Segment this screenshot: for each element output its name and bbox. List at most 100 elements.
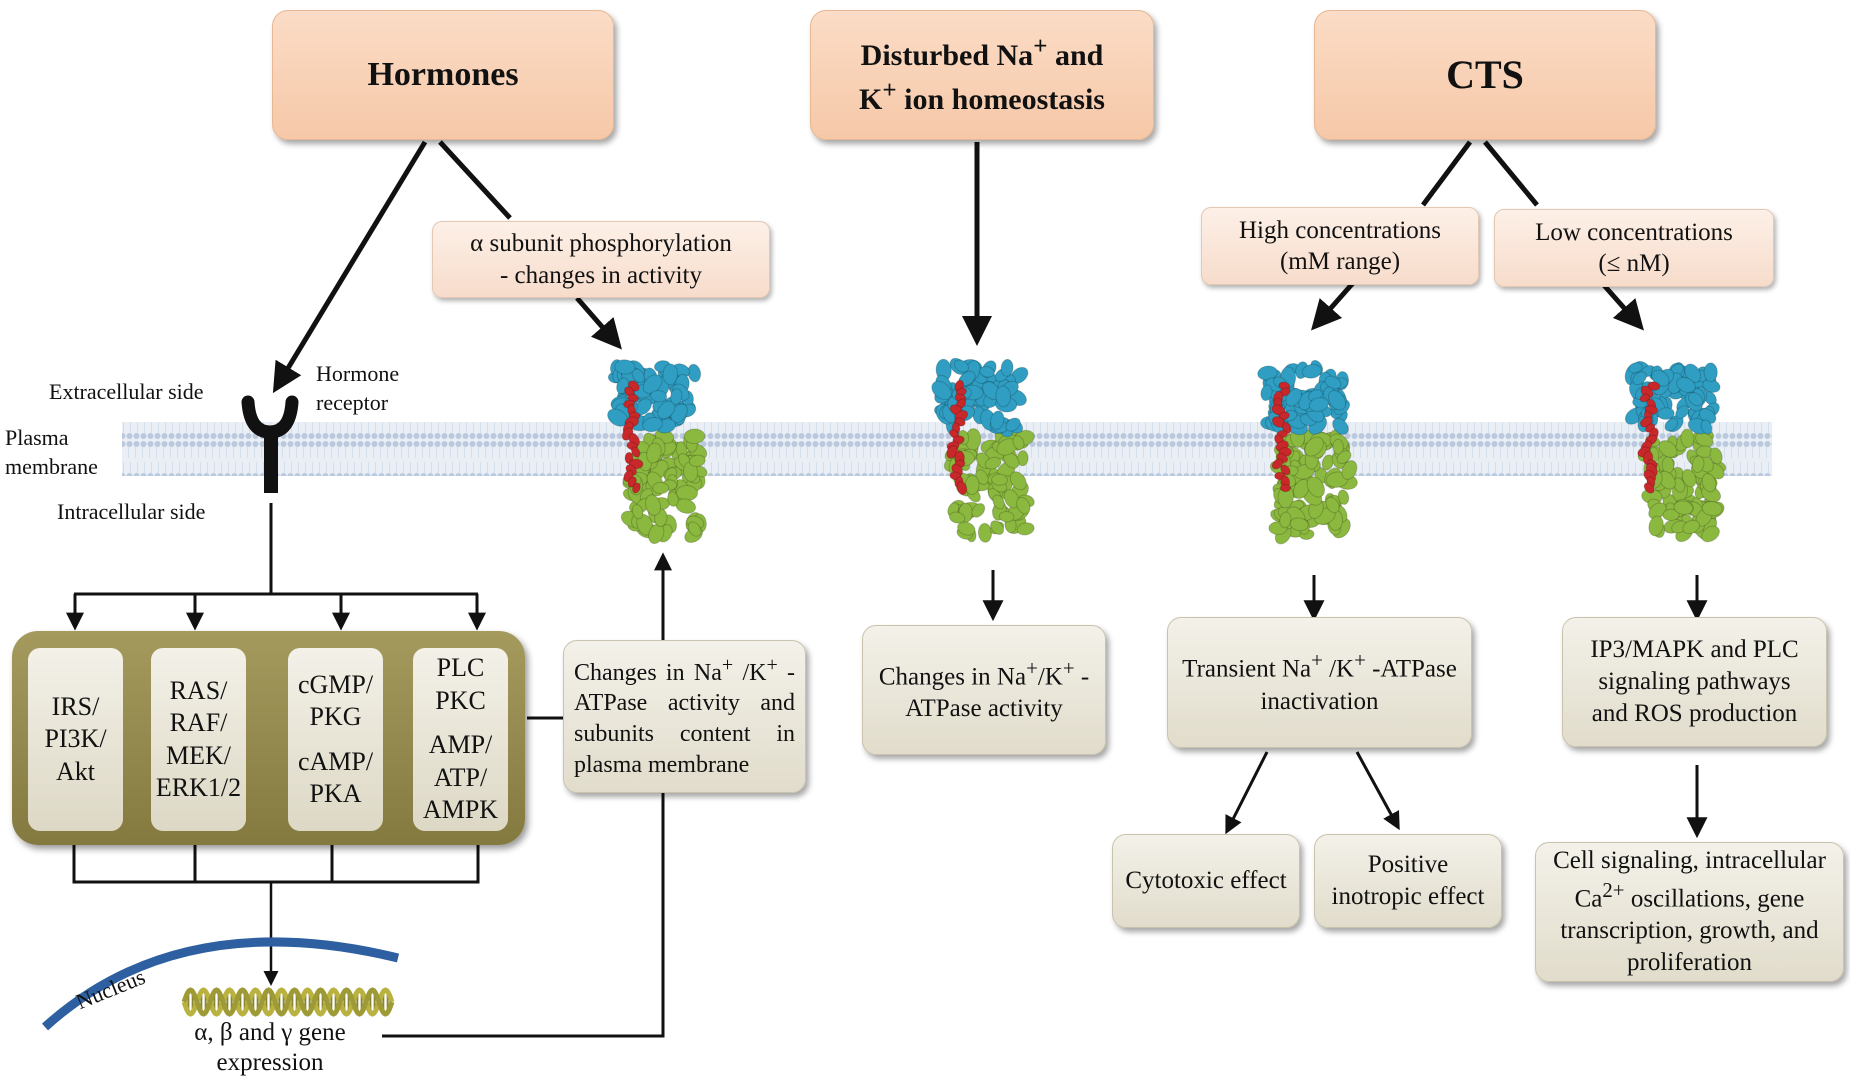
pathway-4-line-2: PKC — [435, 685, 486, 715]
inotropic-line1: Positive — [1367, 851, 1449, 878]
pathway-3-line-2: PKG — [309, 702, 362, 731]
hormones-label: Hormones — [367, 55, 519, 93]
low-line2: (≤ nM) — [1598, 250, 1670, 277]
inact-l2: inactivation — [1260, 687, 1379, 715]
ion-line2-sup: + — [882, 77, 897, 104]
pathway-2-line-1: RAS/ — [169, 675, 228, 705]
pathway-2-line-2: RAF/ — [169, 708, 228, 737]
hormone-receptor-label: Hormone receptor — [316, 360, 399, 417]
inact-l1a: Transient Na — [1182, 655, 1312, 683]
sig-l3: and ROS production — [1591, 700, 1798, 727]
mc-l3: subunits content in — [574, 721, 795, 747]
sig-l1: IP3/MAPK and PLC — [1590, 636, 1799, 663]
mc-l1c: - — [777, 659, 795, 686]
mc-l4: plasma membrane — [574, 751, 750, 778]
activity-box: Changes in Na+/K+ - ATPase activity — [862, 625, 1106, 755]
cts-label: CTS — [1446, 52, 1524, 97]
signaling-pathways-panel: IRS/PI3K/Akt RAS/RAF/MEK/ERK1/2 cGMP/PKG… — [12, 631, 525, 845]
pathway-ras-raf-mek-erk: RAS/RAF/MEK/ERK1/2 — [151, 648, 246, 831]
high-concentrations-box: High concentrations (mM range) — [1201, 207, 1479, 285]
receptor-label-line1: Hormone — [316, 361, 400, 386]
pathway-4-line-3 — [423, 717, 498, 729]
inact-l1s2: + — [1354, 648, 1366, 673]
membrane-content-box: Changes in Na+ /K+ - ATPase activity and… — [563, 640, 806, 793]
pathway-3-line-5: PKA — [309, 779, 362, 808]
ion-line2: K — [859, 83, 883, 116]
extracellular-label: Extracellular side — [49, 379, 204, 404]
cytotoxic-box: Cytotoxic effect — [1112, 834, 1300, 928]
gene-expression-label: α, β and γ gene expression — [170, 1018, 370, 1078]
line-cts-to-low — [1483, 140, 1539, 207]
act-l1a: Changes in Na — [878, 663, 1027, 691]
intracellular-label: Intracellular side — [57, 499, 206, 524]
cytotoxic-label: Cytotoxic effect — [1125, 867, 1287, 894]
inact-l1b: /K — [1322, 655, 1355, 683]
line-gene-feedback — [382, 793, 665, 1038]
pathway-4-line-6: AMPK — [422, 795, 499, 825]
pathway-1-line-3: Akt — [56, 756, 95, 786]
plasma-membrane-label: Plasma membrane — [5, 424, 98, 481]
inotropic-box: Positive inotropic effect — [1314, 834, 1502, 928]
cs-l2b: oscillations, gene — [1624, 885, 1805, 913]
pathway-4-line-5: ATP/ — [433, 762, 488, 792]
na-k-atpase-pump-icon — [1257, 359, 1358, 545]
low-concentrations-box: Low concentrations (≤ nM) — [1494, 209, 1774, 287]
arrow-high-to-pump — [1311, 281, 1355, 331]
mc-l1a: Changes in Na — [574, 659, 722, 686]
cs-l4: proliferation — [1627, 949, 1752, 977]
act-l1c: - — [1074, 663, 1090, 691]
cs-l2a: Ca — [1574, 885, 1603, 913]
phosphorylation-box: α subunit phosphorylation - changes in a… — [432, 221, 770, 298]
mc-l2: ATPase activity and — [574, 690, 795, 717]
line-pathway-collector — [72, 845, 480, 884]
dna-strand — [181, 987, 395, 1017]
na-k-atpase-pump-icon — [931, 357, 1035, 543]
ion-homeostasis-box: Disturbed Na+ and K+ ion homeostasis — [810, 10, 1154, 140]
low-line1: Low concentrations — [1535, 218, 1733, 246]
pathway-3-line-4: cAMP/ — [297, 746, 374, 776]
phosphorylation-line1: α subunit phosphorylation — [470, 230, 732, 258]
cell-signaling-box: Cell signaling, intracellular Ca2+ oscil… — [1535, 842, 1844, 982]
cs-l1: Cell signaling, intracellular — [1553, 846, 1826, 874]
pathway-2-line-4: ERK1/2 — [155, 773, 242, 802]
hormones-box: Hormones — [272, 10, 614, 140]
ion-line1: Disturbed Na — [860, 39, 1034, 72]
na-k-atpase-pump-icon — [1624, 360, 1727, 543]
line-cts-to-high — [1420, 140, 1473, 207]
arrow-low-to-pump — [1600, 281, 1644, 331]
act-l1b: /K — [1037, 663, 1063, 691]
phosphorylation-line2: - changes in activity — [499, 261, 702, 289]
pathway-4-line-1: PLC — [436, 653, 485, 683]
arrow-to-inotropic — [1355, 751, 1400, 831]
pathway-1-line-1: IRS/ — [51, 691, 100, 721]
sig-l2: signaling pathways — [1598, 668, 1791, 695]
receptor-label-line2: receptor — [316, 389, 389, 415]
high-line2: (mM range) — [1279, 248, 1401, 275]
hormone-receptor-icon — [241, 395, 299, 493]
act-l1s2: + — [1062, 655, 1075, 680]
cs-l2s: 2+ — [1602, 877, 1625, 902]
gene-line1: α, β and γ gene — [194, 1019, 346, 1046]
pathway-1-line-2: PI3K/ — [44, 724, 107, 754]
arrow-phosphorylation-to-pump — [575, 296, 622, 350]
pathway-irs-pi3k-akt: IRS/PI3K/Akt — [28, 648, 123, 831]
mc-l1s1: + — [721, 653, 734, 676]
inactivation-box: Transient Na+ /K+ -ATPase inactivation — [1167, 617, 1472, 748]
pathway-2-line-3: MEK/ — [165, 740, 231, 770]
pathway-3-line-3 — [298, 734, 373, 746]
mc-l1b: /K — [733, 659, 767, 686]
mc-l1s2: + — [766, 653, 778, 676]
ion-line2-tail: ion homeostasis — [896, 83, 1105, 116]
plasma-label-line2: membrane — [5, 453, 98, 479]
cs-l3: transcription, growth, and — [1560, 917, 1819, 945]
gene-line2: expression — [216, 1049, 324, 1076]
cts-box: CTS — [1314, 10, 1656, 140]
dna-helix-icon — [181, 987, 395, 1017]
arrow-hormones-to-receptor — [272, 140, 428, 394]
ion-line1-sup: + — [1033, 33, 1048, 60]
signaling-box: IP3/MAPK and PLC signaling pathways and … — [1562, 617, 1827, 747]
high-line1: High concentrations — [1238, 216, 1442, 244]
